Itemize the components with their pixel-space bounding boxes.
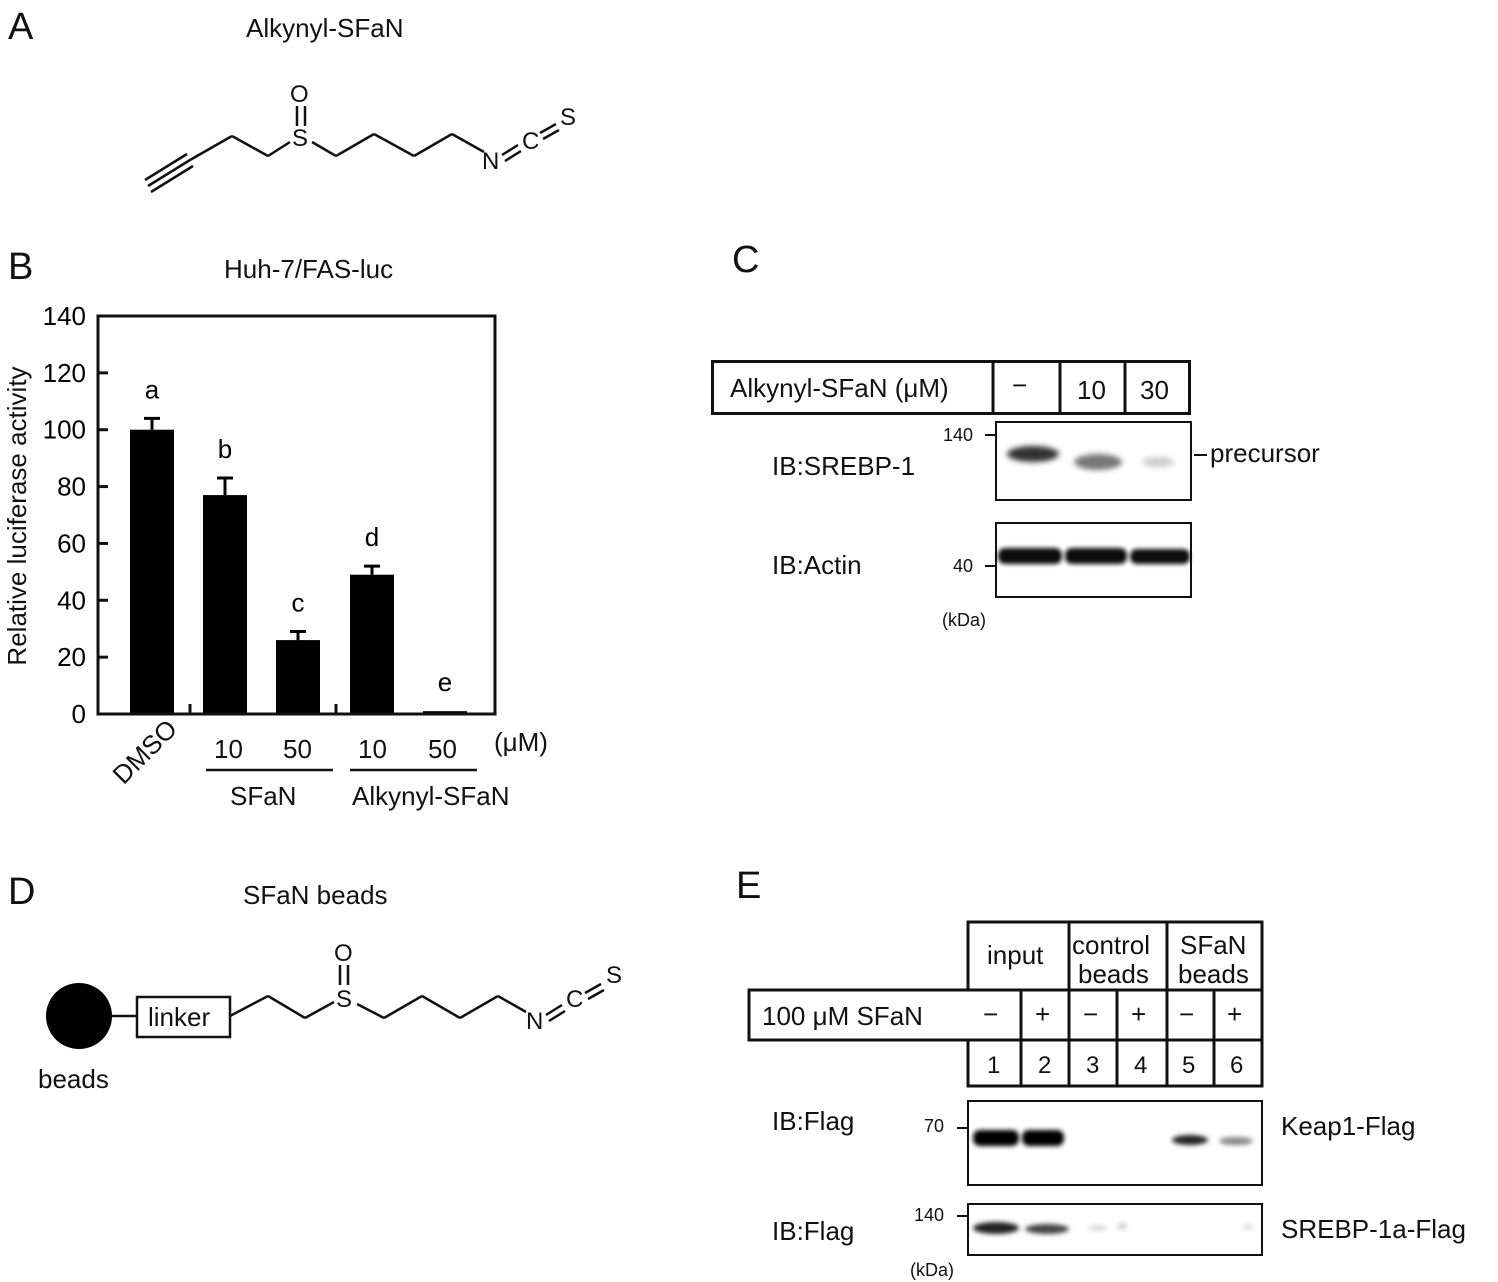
error-bar <box>217 476 233 496</box>
protein-srebp1a: SREBP-1a-Flag <box>1281 1214 1466 1244</box>
bar <box>130 429 174 714</box>
group-sfan-beads: SFaN <box>1180 930 1247 960</box>
blot2-label: IB:Flag <box>772 1216 855 1246</box>
bead <box>46 983 112 1049</box>
marker-70: 70 <box>924 1116 945 1136</box>
y-tick-label: 0 <box>72 699 86 729</box>
lane-number: 2 <box>1038 1052 1052 1079</box>
group-label-sfan: SFaN <box>230 781 297 811</box>
x-dose-label: 10 <box>358 734 387 764</box>
lane-number: 6 <box>1230 1052 1244 1079</box>
atom-n: N <box>526 1008 544 1035</box>
alkynyl-sfan-structure <box>144 106 560 194</box>
panel-a-title: Alkynyl-SFaN <box>246 13 404 43</box>
significance-letter: e <box>438 667 452 697</box>
y-tick-label: 120 <box>43 358 86 388</box>
bar <box>203 495 247 714</box>
error-bar <box>364 564 380 575</box>
group-control-beads: control <box>1072 930 1151 960</box>
treatment-table-dividers <box>991 360 1127 415</box>
actin-blot-bands <box>998 548 1190 564</box>
atom-c: C <box>522 128 540 155</box>
atom-o: O <box>334 940 353 967</box>
bar <box>276 640 320 714</box>
dose-cell: − <box>1012 370 1028 400</box>
atom-s2: S <box>606 962 623 989</box>
lane-number: 3 <box>1086 1052 1100 1079</box>
panel-d-letter: D <box>8 871 36 913</box>
panel-c-letter: C <box>732 239 760 281</box>
x-dose-label: 50 <box>283 734 312 764</box>
blot1-label: IB:Flag <box>772 1106 855 1136</box>
sign-cell: − <box>1083 999 1099 1029</box>
group-sfan-beads: beads <box>1178 959 1249 989</box>
srebp1-blot-bands <box>985 434 1207 567</box>
y-tick-label: 140 <box>43 301 86 331</box>
y-tick-label: 80 <box>57 472 86 502</box>
sign-cell: − <box>1179 999 1195 1029</box>
luciferase-bar-chart: 0 20 40 60 80 100 120 140 a b c d e <box>43 301 497 772</box>
panel-d-title: SFaN beads <box>243 880 388 910</box>
significance-letter: b <box>218 434 232 464</box>
x-unit-label: (μM) <box>494 727 548 757</box>
chart-title: Huh-7/FAS-luc <box>224 254 394 284</box>
atom-n: N <box>482 148 500 175</box>
error-bar <box>290 630 306 641</box>
lane-number: 1 <box>987 1052 1001 1079</box>
group-control-beads: beads <box>1078 959 1149 989</box>
sfan-beads-structure <box>46 965 605 1049</box>
atom-s2: S <box>560 104 577 131</box>
atom-s: S <box>292 125 309 152</box>
x-dose-label: 10 <box>214 734 243 764</box>
x-dose-label: 50 <box>428 734 457 764</box>
group-label-alkynyl: Alkynyl-SFaN <box>352 781 510 811</box>
significance-letter: a <box>145 374 160 404</box>
panel-b-letter: B <box>8 246 34 288</box>
sign-cell: + <box>1035 999 1051 1029</box>
blot2-label: IB:Actin <box>772 550 862 580</box>
blot1-label: IB:SREBP-1 <box>772 451 916 481</box>
marker-140: 140 <box>943 425 974 445</box>
linker-label: linker <box>148 1002 211 1032</box>
y-tick-label: 60 <box>57 528 86 558</box>
treatment-label: Alkynyl-SFaN (μM) <box>730 373 949 403</box>
panel-e-letter: E <box>736 865 762 907</box>
y-tick-label: 40 <box>57 585 86 615</box>
dose-cell: 30 <box>1140 375 1169 405</box>
atom-c: C <box>566 986 584 1013</box>
kda-label: (kDa) <box>910 1260 954 1280</box>
dose-cell: 10 <box>1077 375 1106 405</box>
y-tick-label: 100 <box>43 415 86 445</box>
marker-140: 140 <box>914 1205 945 1225</box>
error-bar <box>144 416 160 430</box>
lane-number: 4 <box>1134 1052 1148 1079</box>
bar <box>350 574 394 714</box>
panel-a-letter: A <box>8 6 34 48</box>
marker-40: 40 <box>953 556 974 576</box>
treatment-table <box>711 360 1191 415</box>
plot-frame <box>96 314 497 716</box>
sign-cell: − <box>983 999 999 1029</box>
linker-box <box>135 995 232 1039</box>
atom-o: O <box>290 81 309 108</box>
group-input: input <box>987 940 1044 970</box>
y-tick-label: 20 <box>57 642 86 672</box>
significance-letter: d <box>365 522 379 552</box>
lane-number: 5 <box>1182 1052 1196 1079</box>
kda-label: (kDa) <box>942 610 986 630</box>
treatment-label: 100 μM SFaN <box>762 1001 923 1031</box>
band-label-precursor: precursor <box>1210 438 1320 468</box>
significance-letter: c <box>292 588 305 618</box>
sign-cell: + <box>1131 999 1147 1029</box>
sign-cell: + <box>1227 999 1243 1029</box>
beads-label: beads <box>38 1064 109 1094</box>
protein-keap1: Keap1-Flag <box>1281 1111 1416 1141</box>
atom-s: S <box>336 986 353 1013</box>
